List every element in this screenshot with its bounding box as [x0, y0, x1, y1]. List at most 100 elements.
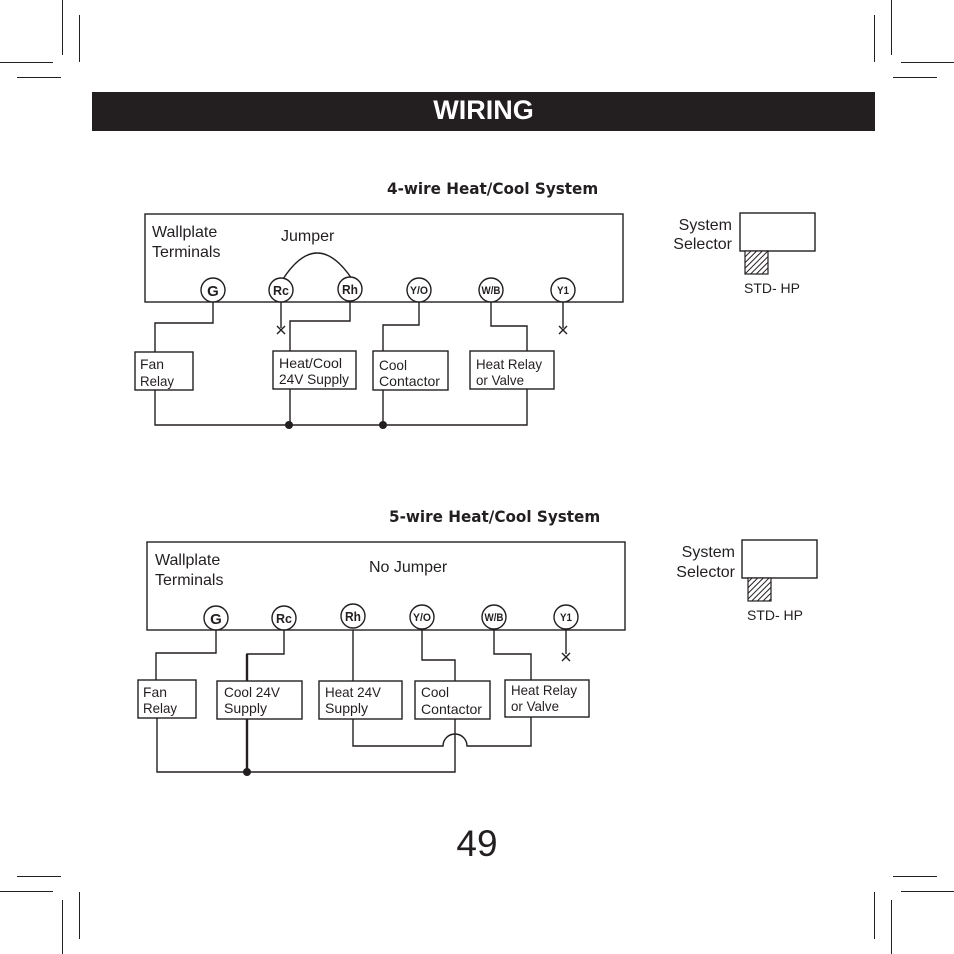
- svg-text:Y1: Y1: [560, 612, 572, 624]
- component-cool-contactor: Cool Contactor: [414, 680, 491, 720]
- svg-text:Selector: Selector: [676, 564, 735, 581]
- svg-text:Fan: Fan: [140, 356, 164, 372]
- wire-yo: [382, 302, 420, 351]
- terminal-y1: Y1: [553, 604, 579, 630]
- crop-mark: [893, 77, 937, 78]
- page-number: 49: [456, 823, 498, 864]
- wire-wb: [490, 302, 528, 351]
- selector-switch-slider: [747, 577, 772, 602]
- junction-dot: [379, 421, 387, 429]
- crop-mark: [901, 891, 954, 892]
- terminal-wb: W/B: [478, 277, 504, 303]
- terminal-yo: Y/O: [409, 604, 435, 630]
- crop-mark: [891, 0, 892, 55]
- svg-text:Supply: Supply: [325, 700, 368, 716]
- wire-rc: [246, 630, 285, 681]
- svg-text:Fan: Fan: [143, 684, 167, 700]
- svg-text:Heat Relay: Heat Relay: [511, 682, 577, 698]
- unused-terminal-x-icon: [561, 652, 571, 662]
- svg-text:24V Supply: 24V Supply: [279, 371, 349, 387]
- selector-position-label: STD- HP: [747, 607, 803, 623]
- component-cool-contactor: Cool Contactor: [372, 350, 449, 391]
- crop-mark: [17, 77, 61, 78]
- crop-mark: [79, 15, 80, 62]
- svg-text:Heat Relay: Heat Relay: [476, 356, 542, 372]
- component-heat-cool-supply: Heat/Cool 24V Supply: [272, 350, 357, 390]
- unused-terminal-x-icon: [276, 325, 286, 335]
- terminal-g: G: [203, 605, 229, 631]
- unused-terminal-x-icon: [558, 325, 568, 335]
- common-wire: [156, 718, 456, 773]
- svg-text:G: G: [207, 283, 219, 300]
- section-title: WIRING: [433, 95, 534, 125]
- terminal-rc: Rc: [271, 605, 297, 631]
- svg-text:Y/O: Y/O: [410, 285, 428, 297]
- svg-text:Heat/Cool: Heat/Cool: [279, 355, 342, 371]
- svg-text:Rh: Rh: [345, 609, 361, 624]
- svg-text:or Valve: or Valve: [476, 372, 524, 388]
- terminal-rh: Rh: [337, 276, 363, 302]
- wallplate-box: [146, 541, 626, 631]
- svg-text:Cool: Cool: [421, 684, 449, 700]
- svg-text:or Valve: or Valve: [511, 698, 559, 714]
- jumper-wire: [282, 252, 353, 280]
- diagram-5wire: [146, 541, 626, 773]
- crop-mark: [891, 900, 892, 954]
- terminal-rc: Rc: [268, 277, 294, 303]
- component-heat-relay: Heat Relay or Valve: [469, 350, 555, 390]
- component-cool-supply: Cool 24V Supply: [216, 680, 303, 720]
- crop-mark: [874, 15, 875, 62]
- crop-mark: [893, 876, 937, 877]
- svg-text:Y/O: Y/O: [413, 612, 431, 624]
- junction-dot: [285, 421, 293, 429]
- terminal-wb: W/B: [481, 604, 507, 630]
- svg-text:System: System: [679, 217, 732, 234]
- diagram-title-4wire: 4-wire Heat/Cool System: [387, 179, 599, 198]
- section-header: WIRING: [92, 92, 875, 131]
- crop-mark: [901, 62, 954, 63]
- wire-yo: [421, 630, 456, 681]
- diagram-title-5wire: 5-wire Heat/Cool System: [389, 507, 601, 526]
- terminal-y1: Y1: [550, 277, 576, 303]
- terminal-g: G: [200, 277, 226, 303]
- svg-text:Relay: Relay: [140, 373, 174, 389]
- svg-text:Cool 24V: Cool 24V: [224, 684, 281, 700]
- wallplate-label: Terminals: [152, 244, 220, 261]
- crop-mark: [874, 892, 875, 939]
- common-wire: [154, 389, 528, 426]
- svg-text:Contactor: Contactor: [379, 373, 440, 389]
- component-fan-relay: Fan Relay: [137, 679, 197, 719]
- svg-text:Supply: Supply: [224, 700, 267, 716]
- component-heat-supply: Heat 24V Supply: [318, 680, 403, 720]
- crop-mark: [79, 892, 80, 939]
- wire-g: [154, 302, 214, 352]
- wallplate-label: Wallplate: [155, 552, 220, 569]
- component-heat-relay: Heat Relay or Valve: [504, 679, 590, 718]
- wire-rh: [289, 302, 351, 351]
- wire-g: [155, 630, 217, 680]
- wallplate-label: Terminals: [155, 572, 223, 589]
- svg-text:Y1: Y1: [557, 285, 569, 297]
- svg-text:Relay: Relay: [143, 700, 177, 716]
- jumper-label: Jumper: [281, 228, 335, 245]
- wire-wb: [493, 630, 532, 680]
- crop-mark: [62, 0, 63, 55]
- svg-text:G: G: [210, 611, 222, 628]
- wallplate-box: [144, 213, 624, 303]
- crop-mark: [62, 900, 63, 954]
- svg-text:Contactor: Contactor: [421, 701, 482, 717]
- component-fan-relay: Fan Relay: [134, 351, 194, 391]
- svg-text:W/B: W/B: [485, 612, 504, 624]
- crop-mark: [0, 891, 53, 892]
- system-selector: System Selector STD- HP: [673, 212, 816, 296]
- svg-text:System: System: [682, 544, 735, 561]
- selector-switch-body: [741, 539, 818, 579]
- terminal-yo: Y/O: [406, 277, 432, 303]
- svg-text:Rc: Rc: [273, 283, 289, 298]
- system-selector: System Selector STD- HP: [676, 539, 818, 623]
- wallplate-label: Wallplate: [152, 224, 217, 241]
- svg-text:Rc: Rc: [276, 611, 292, 626]
- selector-switch-body: [739, 212, 816, 252]
- svg-text:Cool: Cool: [379, 357, 407, 373]
